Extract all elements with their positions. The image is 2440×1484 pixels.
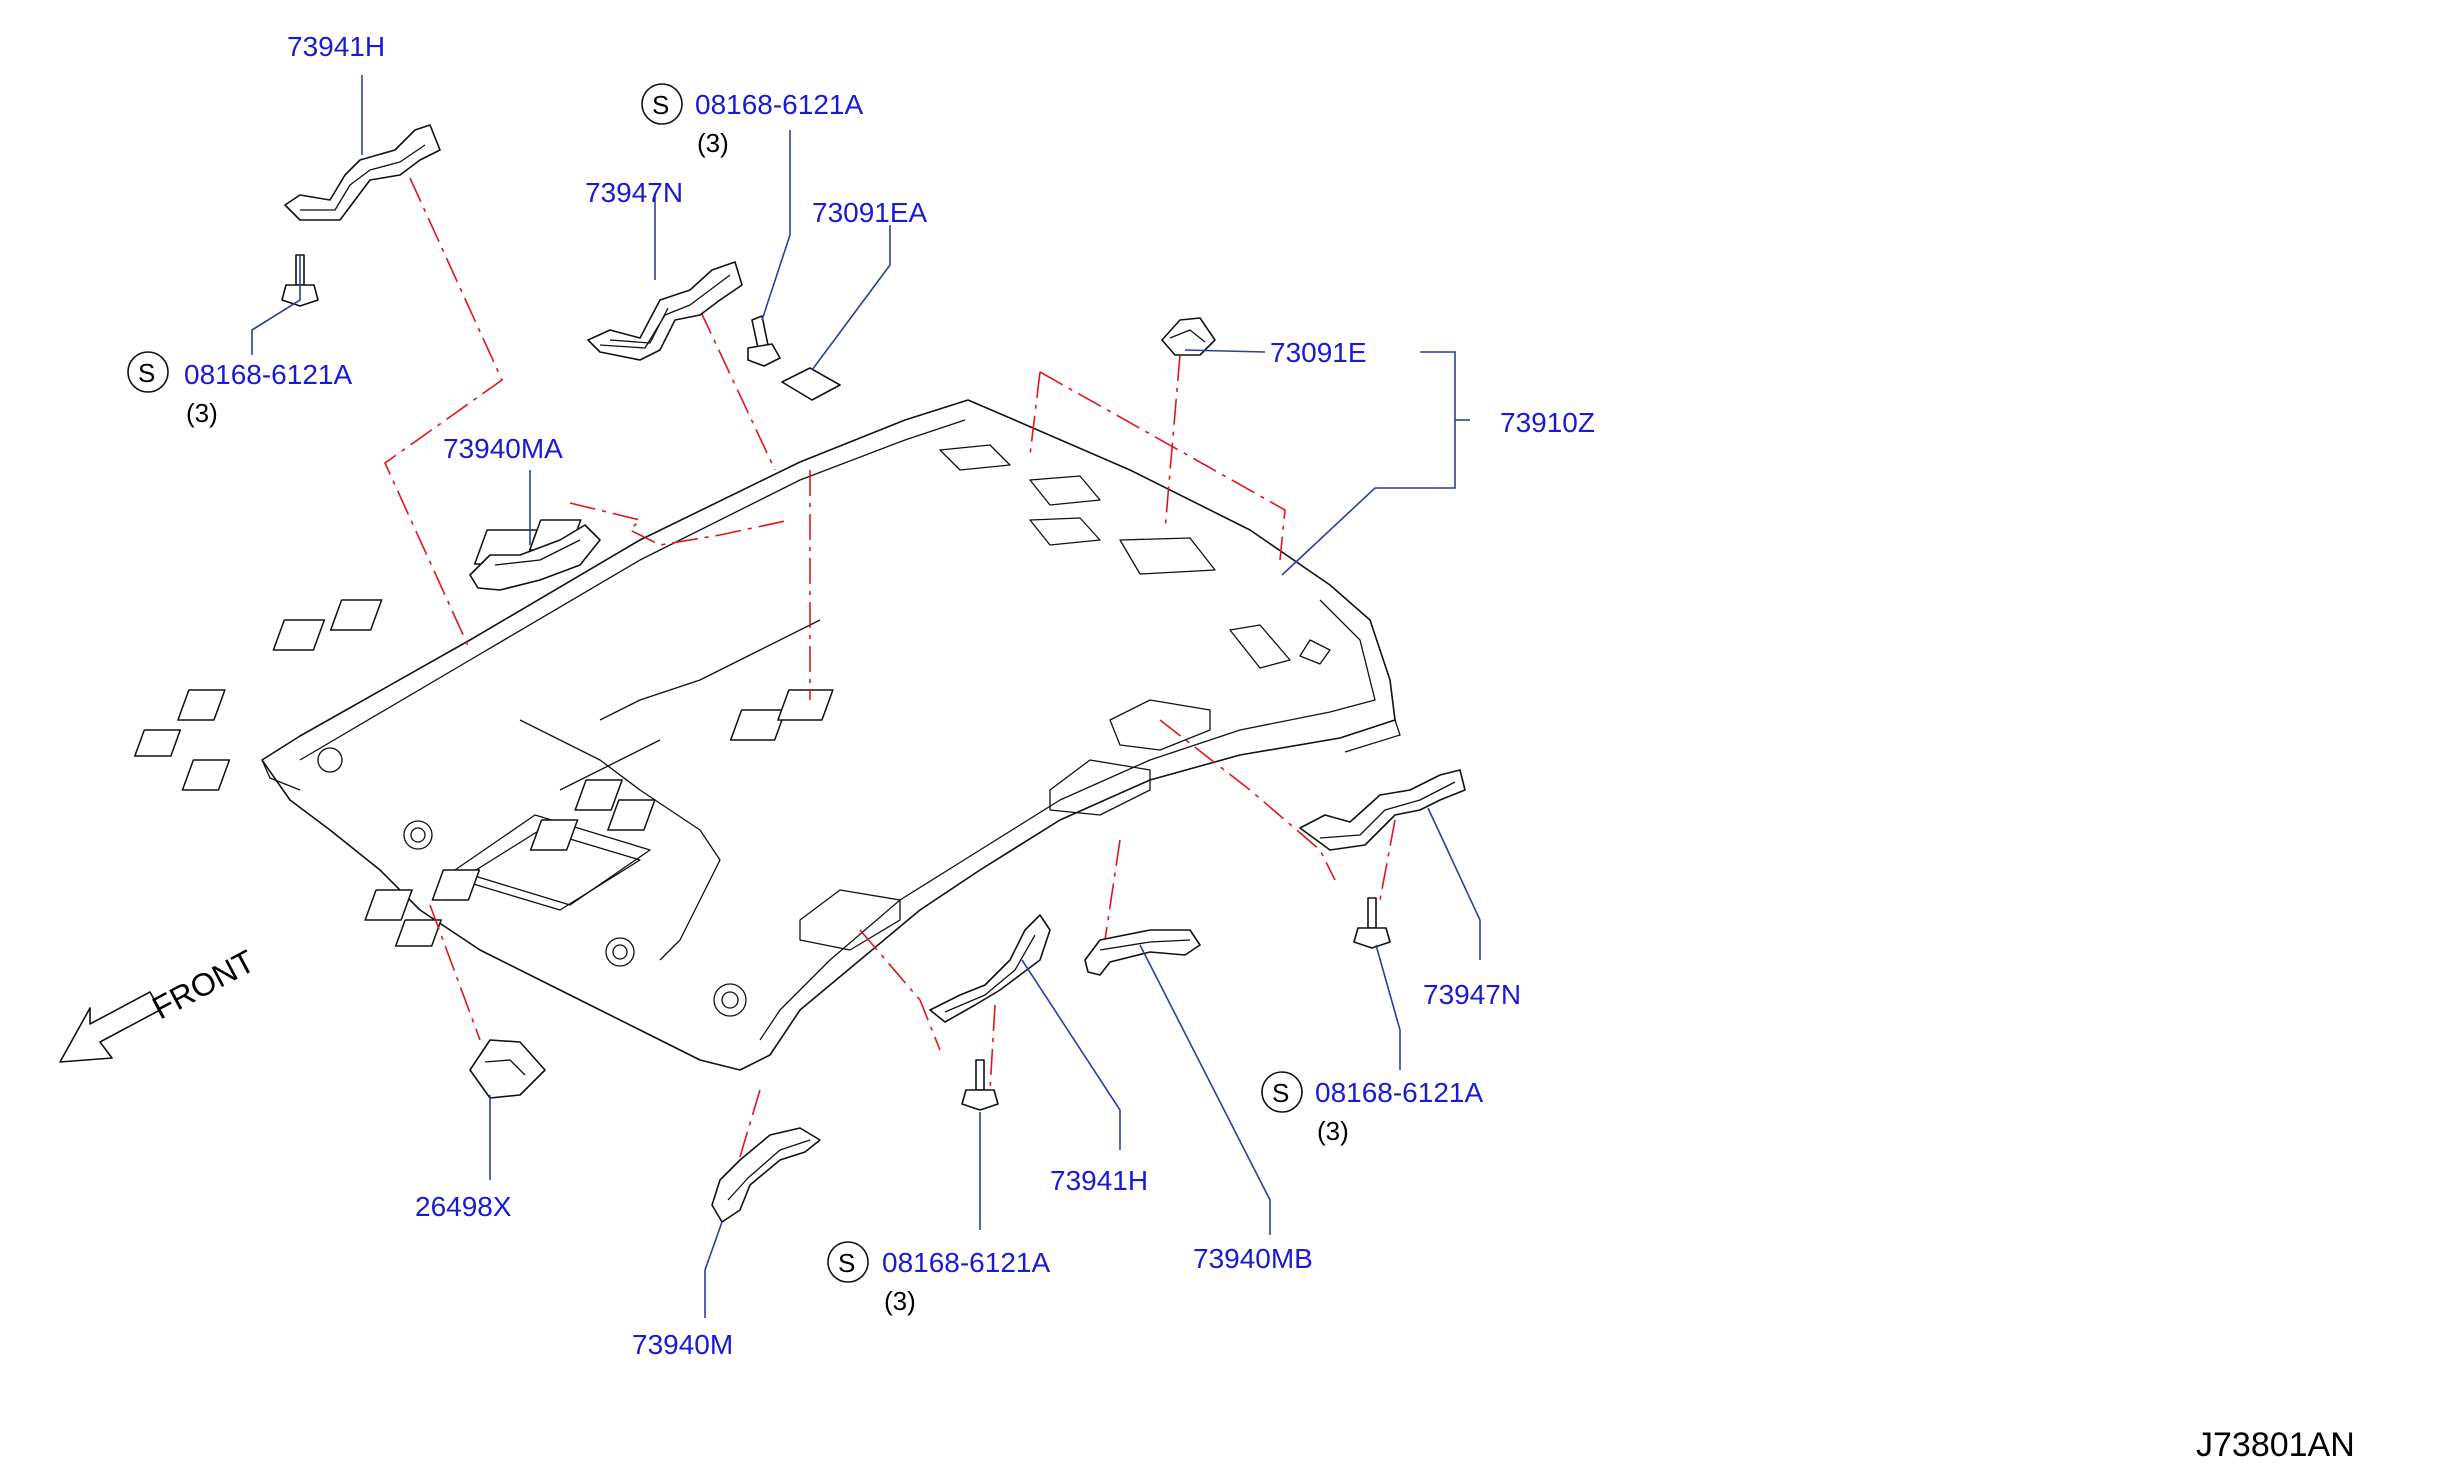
grip-73940m [711, 1127, 821, 1223]
lamp-26498x [469, 1039, 546, 1099]
label-73910z: 73910Z [1500, 407, 1595, 438]
s-symbol-label: S [138, 358, 155, 388]
label-screw-right: 08168-6121A [1315, 1077, 1483, 1108]
label-screw-top-center: 08168-6121A [695, 89, 863, 120]
label-73941h-bottom: 73941H [1050, 1165, 1148, 1196]
bracket-73947n-top [587, 261, 743, 361]
bracket-73941h-top [284, 124, 441, 221]
bracket-73941h-bottom [929, 914, 1051, 1023]
label-screw-right-qty: (3) [1317, 1116, 1349, 1146]
s-symbol-icon [827, 1241, 869, 1283]
screw-right [1353, 897, 1391, 949]
label-73091ea: 73091EA [812, 197, 928, 228]
label-screw-bottom-qty: (3) [884, 1286, 916, 1316]
label-screw-bottom: 08168-6121A [882, 1247, 1050, 1278]
label-73940ma: 73940MA [443, 433, 563, 464]
label-73091e: 73091E [1270, 337, 1367, 368]
s-symbol-icon [127, 351, 169, 393]
label-screw-top-center-qty: (3) [697, 128, 729, 158]
s-symbol-label: S [838, 1248, 855, 1278]
label-screw-top-left-qty: (3) [186, 398, 218, 428]
bracket-73947n-right [1299, 769, 1466, 851]
label-73947n-right: 73947N [1423, 979, 1521, 1010]
diagram-id: J73801AN [2196, 1426, 2355, 1464]
clip-73091e [1161, 317, 1216, 356]
s-symbol-icon [1261, 1071, 1303, 1113]
s-symbol-icon [641, 83, 683, 125]
label-26498x: 26498X [415, 1191, 512, 1222]
label-73947n-top: 73947N [585, 177, 683, 208]
label-screw-top-left: 08168-6121A [184, 359, 352, 390]
headlining-73910z [133, 399, 1401, 1071]
label-73941h-top: 73941H [287, 31, 385, 62]
grip-73940mb [1084, 929, 1201, 976]
s-symbol-label: S [1272, 1078, 1289, 1108]
front-direction-label: FRONT [146, 943, 260, 1027]
screw-top-center [747, 315, 781, 367]
label-73940mb: 73940MB [1193, 1243, 1313, 1274]
grip-73940ma [469, 524, 601, 591]
s-symbol-label: S [652, 90, 669, 120]
front-arrow-icon [59, 991, 161, 1063]
label-73940m: 73940M [632, 1329, 733, 1360]
phantom-lines [383, 177, 1396, 1191]
leader-lines [251, 75, 1481, 1318]
part-labels: 73941H S 08168-6121A (3) S 08168-6121A (… [127, 31, 2355, 1464]
pad-73091ea [781, 367, 841, 401]
screw-bottom [961, 1059, 999, 1111]
